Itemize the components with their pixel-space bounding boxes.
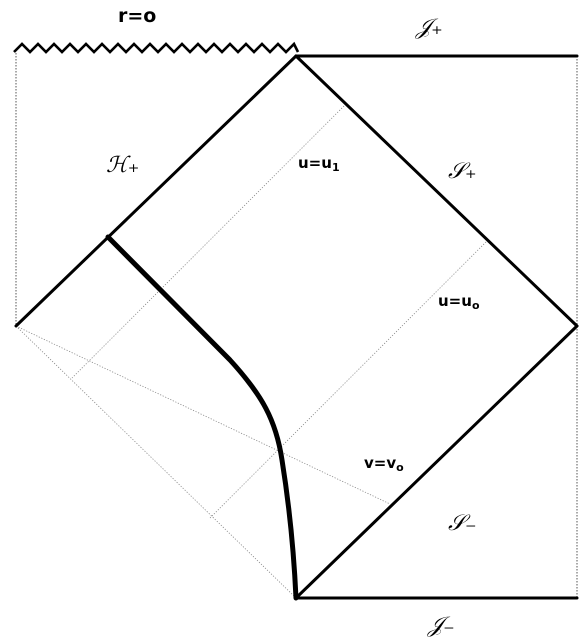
u0-label-main: u=u <box>438 292 472 310</box>
scri-minus-label: 𝒥₋ <box>427 613 455 638</box>
s-minus-line <box>294 324 579 600</box>
u1-label-sub: 1 <box>332 161 340 174</box>
u0-label: u=uo <box>438 292 480 312</box>
u1-label: u=u1 <box>298 154 340 174</box>
singularity-label: r=o <box>118 5 156 27</box>
horizon-label: ℋ₊ <box>106 153 139 178</box>
v0-label-main: v=v <box>364 454 396 472</box>
scri-plus-label: 𝒥₊ <box>415 15 443 40</box>
star-surface-curve <box>105 234 299 601</box>
s-plus-label: 𝒮₊ <box>448 159 477 184</box>
v0-line <box>15 325 391 505</box>
u1-label-main: u=u <box>298 154 332 172</box>
dotted-frame <box>15 50 578 598</box>
solid-lines <box>14 54 579 600</box>
singularity-zigzag <box>13 41 300 54</box>
v0-label: v=vo <box>364 454 404 474</box>
dotted-grid <box>15 103 489 599</box>
u0-label-sub: o <box>472 299 480 312</box>
s-plus-line <box>294 54 579 328</box>
horizon-line <box>14 54 298 328</box>
u0-line <box>209 239 489 519</box>
s-minus-label: 𝒮₋ <box>448 511 477 536</box>
v0-label-sub: o <box>396 461 404 474</box>
u1-line <box>71 103 347 379</box>
past-left-dotted-edge <box>15 325 297 599</box>
